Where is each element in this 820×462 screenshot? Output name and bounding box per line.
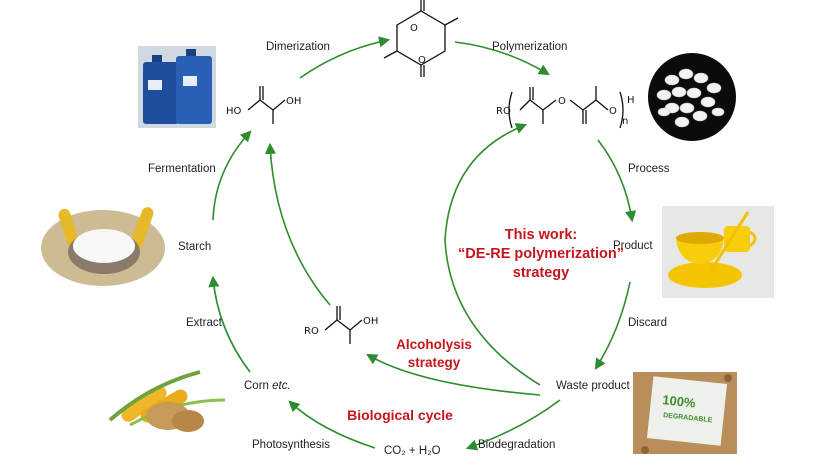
this-work-callout: This work: “DE-RE polymerization” strate… [452, 226, 630, 283]
arrow-dimerization [299, 36, 391, 79]
label-photosynthesis: Photosynthesis [252, 439, 330, 451]
label-starch: Starch [178, 241, 212, 253]
lactide-structure [383, 0, 459, 77]
label-corn: Corn etc. [244, 380, 291, 392]
pla-end-h: H [627, 95, 635, 106]
arrow-photosynthesis [288, 400, 376, 449]
corn-potato-image [108, 370, 226, 432]
label-process: Process [628, 163, 670, 175]
lactide-o-top: O [410, 23, 418, 34]
pla-repeat-n: n [622, 116, 628, 127]
arrow-biodegradation [465, 399, 561, 451]
label-product: Product [613, 240, 653, 252]
label-discard: Discard [628, 317, 667, 329]
arrow-discard [594, 281, 631, 370]
pla-ester-oxygen: O [558, 96, 566, 107]
degradable-bag-image [633, 372, 737, 454]
arrow-ester-to-lactic-acid [264, 142, 331, 306]
this-work-line2: “DE-RE polymerization” [458, 245, 624, 262]
pla-structure [508, 86, 624, 129]
pla-pellets-image [648, 53, 736, 141]
ester-ro: RO [304, 326, 319, 337]
label-extract: Extract [186, 317, 222, 329]
label-biodegradation: Biodegradation [478, 439, 556, 451]
starch-bowl-image [41, 207, 165, 286]
lactic-acid-structure [247, 86, 286, 124]
label-fermentation: Fermentation [148, 163, 216, 175]
alcoholysis-callout: Alcoholysis strategy [384, 336, 484, 371]
alcoholysis-line1: Alcoholysis [396, 337, 472, 352]
alcoholysis-line2: strategy [407, 354, 461, 370]
label-polymerization: Polymerization [492, 41, 568, 53]
label-co2-h2o: CO₂ + H₂O [384, 445, 441, 457]
label-waste-product: Waste product [556, 380, 630, 392]
lactic-acid-drums-image [138, 46, 216, 128]
lactic-acid-ho: HO [226, 106, 242, 117]
arrow-polymerization [454, 41, 550, 76]
arrow-extract [208, 275, 251, 373]
lactic-acid-oh: OH [286, 96, 301, 107]
pla-ro: RO [496, 106, 511, 117]
lactide-o-bottom: O [418, 55, 426, 66]
pla-chain-oxygen: O [609, 106, 617, 117]
biological-cycle-label: Biological cycle [347, 407, 453, 423]
lactate-ester-structure [324, 306, 363, 344]
arrow-de-re-polymerization [444, 123, 541, 386]
arrow-process [597, 139, 637, 223]
this-work-line3: strategy [512, 264, 570, 281]
label-dimerization: Dimerization [266, 41, 330, 53]
degradable-badge-percent: 100% [662, 392, 697, 410]
arrow-alcoholysis [366, 353, 541, 396]
ester-oh: OH [363, 316, 378, 327]
arrow-fermentation [212, 130, 252, 221]
this-work-line1: This work: [504, 227, 578, 243]
yellow-tableware-image [662, 206, 774, 298]
